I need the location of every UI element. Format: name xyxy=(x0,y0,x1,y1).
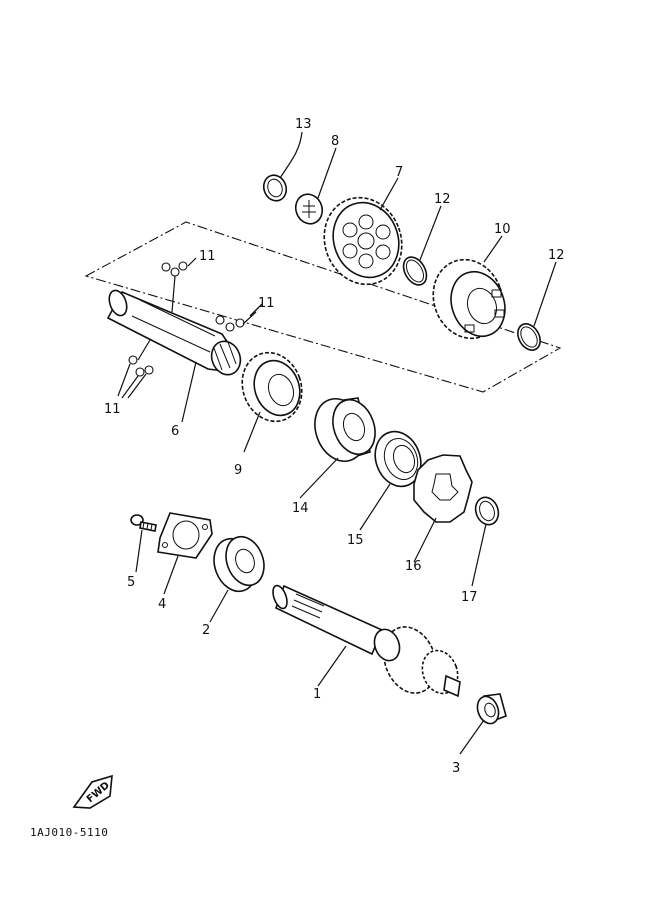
callout-1: 1 xyxy=(313,687,321,702)
part-15-oil-seal xyxy=(374,430,422,488)
callout-5: 5 xyxy=(127,575,135,590)
callout-11-a: 11 xyxy=(199,249,216,264)
part-6-shaft xyxy=(106,289,242,376)
callout-7: 7 xyxy=(395,165,403,180)
assembly-boundary xyxy=(84,221,562,393)
part-8-washer xyxy=(294,193,324,225)
callout-12-upper: 12 xyxy=(434,192,451,207)
part-12-snap-ring-upper xyxy=(402,256,428,286)
part-5-bolt xyxy=(130,514,157,532)
callout-17: 17 xyxy=(461,590,478,605)
part-10-gear xyxy=(432,258,506,340)
part-4-retainer-plate xyxy=(157,512,213,559)
part-3-collar xyxy=(476,693,507,725)
callout-10: 10 xyxy=(494,222,511,237)
part-1-main-axle xyxy=(272,584,461,698)
part-17-circlip xyxy=(474,496,500,526)
callout-6: 6 xyxy=(171,424,179,439)
callout-12-lower: 12 xyxy=(548,248,565,263)
callout-4: 4 xyxy=(158,597,166,612)
fwd-arrow-icon: FWD xyxy=(72,774,113,809)
callout-8: 8 xyxy=(331,134,339,149)
part-11-lube-points-c xyxy=(117,339,154,399)
callout-16: 16 xyxy=(405,559,422,574)
part-14-bearing xyxy=(314,397,376,462)
callout-15: 15 xyxy=(347,533,364,548)
part-13-circlip xyxy=(262,174,288,202)
callout-labels: 13 8 7 12 10 12 11 11 11 6 9 14 15 16 17… xyxy=(104,117,565,776)
callout-9: 9 xyxy=(234,463,242,478)
part-11-lube-points-b xyxy=(215,303,263,332)
part-9-gear xyxy=(241,351,303,423)
callout-11-c: 11 xyxy=(104,402,121,417)
part-16-sprocket xyxy=(413,454,473,523)
callout-3: 3 xyxy=(452,761,460,776)
callout-14: 14 xyxy=(292,501,309,516)
drawing-code: 1AJ010-5110 xyxy=(30,826,108,839)
callout-2: 2 xyxy=(202,623,210,638)
callout-11-b: 11 xyxy=(258,296,275,311)
part-12-snap-ring-lower xyxy=(517,323,541,351)
part-2-bearing xyxy=(213,535,265,593)
callout-13: 13 xyxy=(295,117,312,132)
part-11-lube-points-a xyxy=(161,261,188,313)
leader-lines xyxy=(135,131,557,755)
part-7-gear xyxy=(323,196,403,286)
